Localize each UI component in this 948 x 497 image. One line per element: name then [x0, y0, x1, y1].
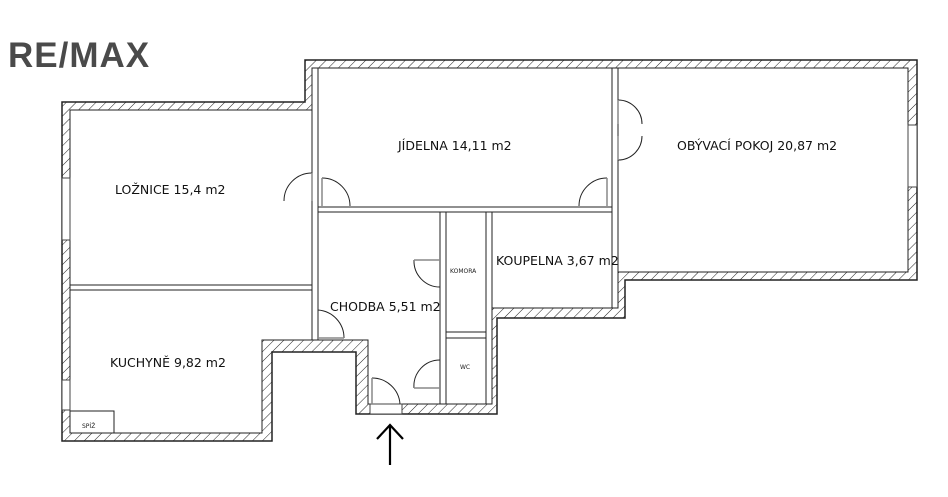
label-komora: KOMORA — [450, 268, 477, 275]
arrow-up-icon — [376, 423, 404, 465]
room-spiz — [69, 410, 115, 434]
label-loznice: LOŽNICE 15,4 m2 — [115, 182, 226, 197]
remax-logo: RE/MAX — [8, 36, 151, 75]
room-koupelna — [491, 211, 613, 309]
room-wc — [445, 337, 487, 405]
room-loznice — [69, 109, 313, 286]
label-wc: WC — [460, 364, 470, 371]
room-chodba — [317, 211, 441, 405]
label-spiz: SPÍŽ — [82, 422, 95, 430]
label-chodba: CHODBA 5,51 m2 — [330, 299, 441, 314]
room-obyvaci-pokoj — [617, 67, 909, 273]
room-jidelna — [317, 67, 613, 208]
label-obyvaci-pokoj: OBÝVACÍ POKOJ 20,87 m2 — [677, 138, 837, 153]
label-koupelna: KOUPELNA 3,67 m2 — [496, 253, 619, 268]
label-jidelna: JÍDELNA 14,11 m2 — [397, 138, 512, 153]
windows — [61, 124, 918, 415]
room-komora — [445, 211, 487, 333]
doors — [283, 99, 643, 405]
label-kuchyne: KUCHYNĚ 9,82 m2 — [110, 355, 226, 370]
